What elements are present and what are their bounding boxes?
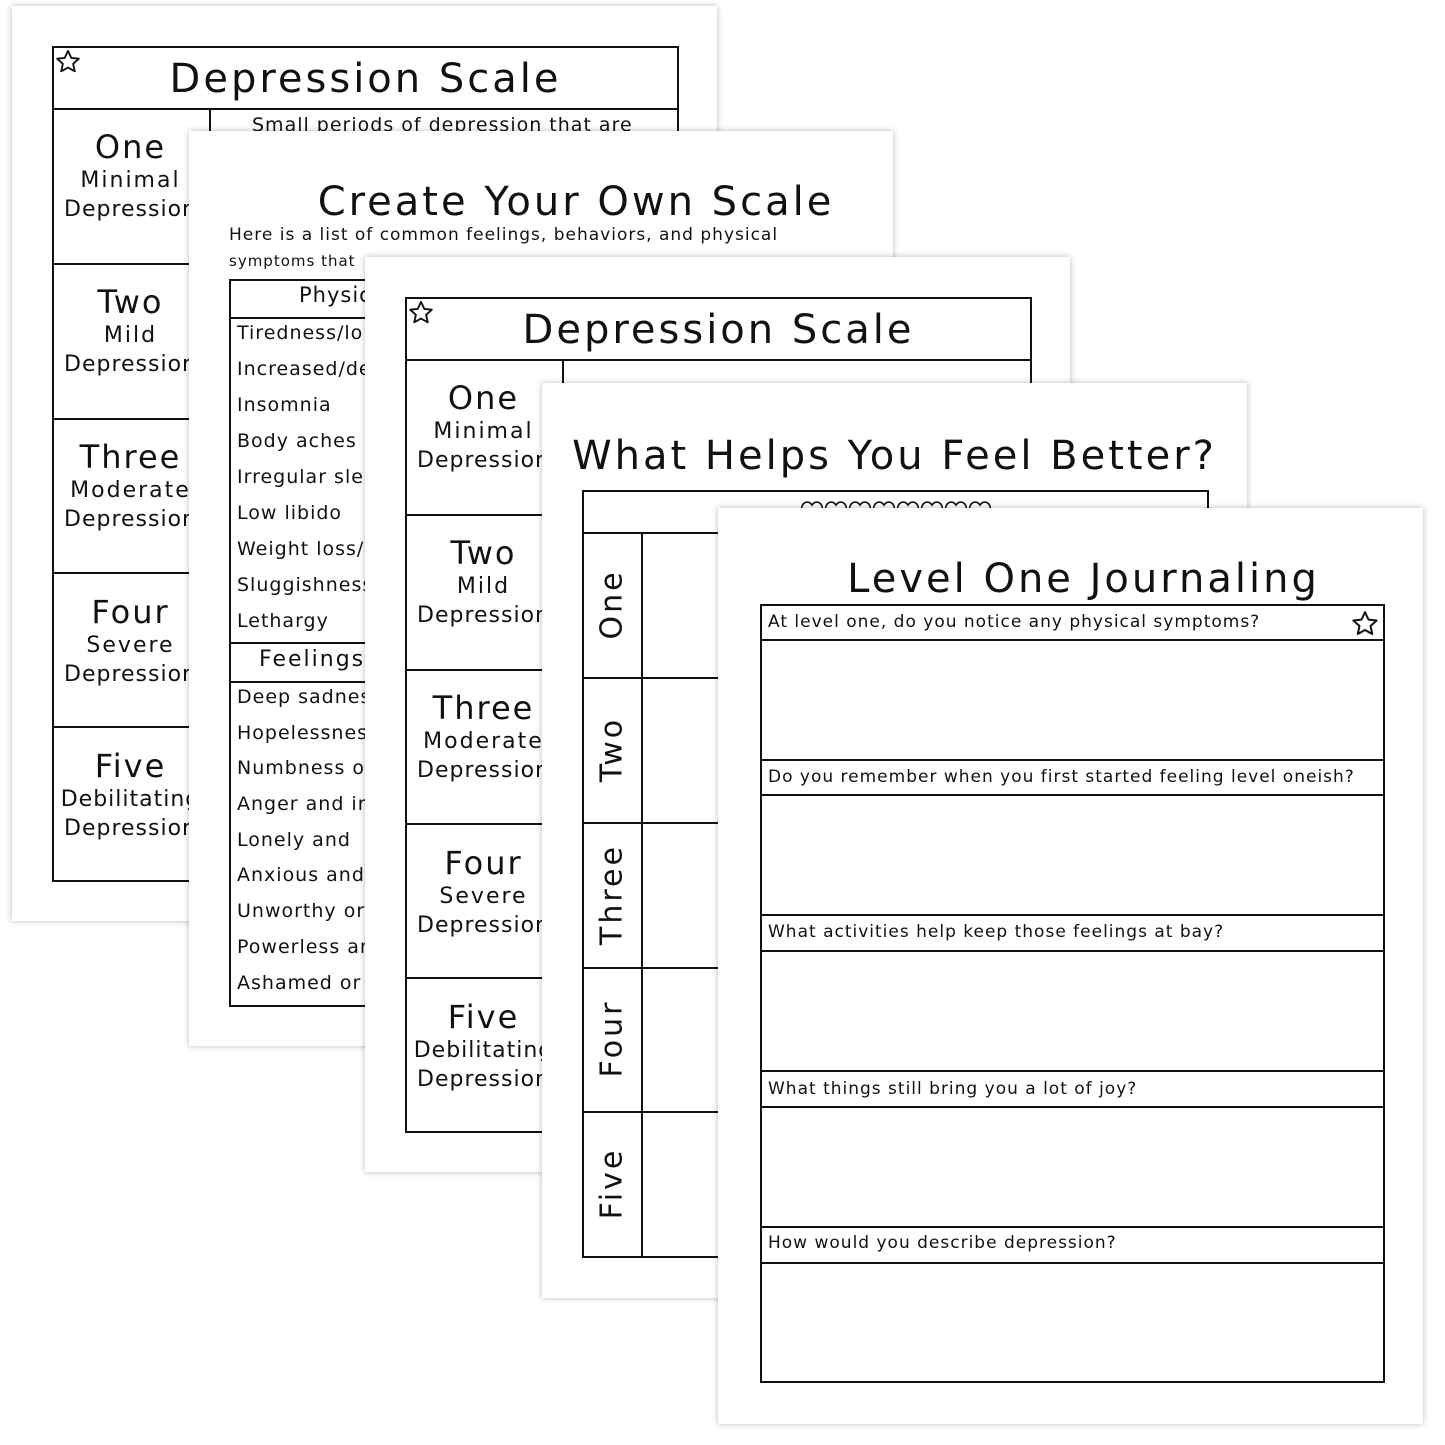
level-name: Severe xyxy=(439,884,528,909)
list-item: Unworthy or xyxy=(237,900,366,923)
question-label: At level one, do you notice any physical… xyxy=(768,612,1261,632)
answer-area[interactable] xyxy=(762,952,1383,1070)
level-word: Depression xyxy=(64,197,197,222)
physical-header: Physic xyxy=(299,283,372,307)
feelings-list: Deep sadnes Hopelessness Numbness or Ang… xyxy=(237,686,379,1007)
level-number: Four xyxy=(444,844,523,882)
level-label: Four xyxy=(594,999,630,1078)
level-word: Depression xyxy=(417,603,550,628)
list-item: Anger and ir xyxy=(237,793,367,816)
question-label: How would you describe depression? xyxy=(768,1233,1117,1253)
list-item: Insomnia xyxy=(237,394,332,416)
scale-row: Three Moderate Depression xyxy=(405,689,562,783)
star-icon xyxy=(56,49,80,73)
scale-row: One Minimal Depression xyxy=(405,379,562,473)
level-name: Severe xyxy=(86,633,175,658)
scale-row: Three Moderate Depression xyxy=(52,438,209,532)
list-item: Powerless an xyxy=(237,935,373,958)
level-name: Mild xyxy=(103,323,158,348)
level-label: Three xyxy=(594,844,630,945)
level-name: Moderate xyxy=(70,478,191,503)
list-item: Weight loss/ xyxy=(237,538,365,560)
worksheet-level-one-journaling: Level One Journaling At level one, do yo… xyxy=(718,508,1423,1424)
level-name: Minimal xyxy=(80,168,181,193)
level-word: Depression xyxy=(64,816,197,841)
journal-table xyxy=(760,604,1385,1383)
level-label: Two xyxy=(594,716,630,783)
list-item: Low libido xyxy=(237,502,343,524)
page-title: Level One Journaling xyxy=(847,556,1320,602)
scale-row: Two Mild Depression xyxy=(52,283,209,377)
list-item: Hopelessness xyxy=(237,721,379,744)
level-number: Two xyxy=(97,283,164,321)
level-word: Depression xyxy=(417,758,550,783)
list-item: Tiredness/lo xyxy=(237,322,364,344)
level-label: Five xyxy=(594,1147,630,1220)
physical-list: Tiredness/lo Increased/de Insomnia Body … xyxy=(237,322,377,646)
level-word: Depression xyxy=(417,448,550,473)
level-name: Minimal xyxy=(433,419,534,444)
list-item: Body aches xyxy=(237,430,357,452)
level-number: One xyxy=(447,379,520,417)
level-number: Five xyxy=(447,998,520,1036)
level-word: Depression xyxy=(417,913,550,938)
level-name: Debilitating xyxy=(60,787,201,812)
scale-description: Small periods of depression that are xyxy=(252,114,633,136)
level-label: One xyxy=(594,569,630,640)
answer-area[interactable] xyxy=(762,796,1383,914)
feelings-header: Feelings xyxy=(259,647,366,672)
scale-row: Five Debilitating Depression xyxy=(405,998,562,1092)
page-title: Create Your Own Scale xyxy=(317,179,835,225)
page-title: Depression Scale xyxy=(169,56,562,102)
intro-text-line-2: symptoms that xyxy=(229,252,356,270)
level-name: Moderate xyxy=(423,729,544,754)
list-item: Increased/de xyxy=(237,358,372,380)
star-icon xyxy=(1352,611,1378,635)
question-label: What activities help keep those feelings… xyxy=(768,922,1225,942)
level-number: Three xyxy=(79,438,182,476)
list-item: Ashamed or xyxy=(237,971,362,994)
answer-area[interactable] xyxy=(762,1264,1383,1381)
level-number: Three xyxy=(432,689,535,727)
list-item: Lonely and xyxy=(237,828,351,851)
answer-area[interactable] xyxy=(762,1108,1383,1226)
star-icon xyxy=(409,300,433,324)
level-word: Depression xyxy=(64,662,197,687)
list-item: Irregular slee xyxy=(237,466,377,488)
level-name: Debilitating xyxy=(413,1038,554,1063)
scale-row: Four Severe Depression xyxy=(52,593,209,687)
intro-text-line-1: Here is a list of common feelings, behav… xyxy=(229,225,779,245)
page-title: What Helps You Feel Better? xyxy=(572,433,1217,479)
level-name: Mild xyxy=(456,574,511,599)
list-item: Sluggishness xyxy=(237,574,374,596)
list-item: Numbness or xyxy=(237,757,374,780)
level-word: Depression xyxy=(417,1067,550,1092)
list-item: Deep sadnes xyxy=(237,686,372,708)
list-item: Anxious and xyxy=(237,864,365,887)
question-label: What things still bring you a lot of joy… xyxy=(768,1079,1138,1099)
level-word: Depression xyxy=(64,507,197,532)
list-item: Lethargy xyxy=(237,610,329,632)
level-number: Two xyxy=(450,534,517,572)
page-title: Depression Scale xyxy=(522,307,915,353)
scale-row: Five Debilitating Depression xyxy=(52,747,209,841)
heart-row-icon xyxy=(800,501,992,512)
scale-row: Two Mild Depression xyxy=(405,534,562,628)
level-number: Five xyxy=(94,747,167,785)
level-number: One xyxy=(94,128,167,166)
scale-row: Four Severe Depression xyxy=(405,844,562,938)
level-number: Four xyxy=(91,593,170,631)
question-label: Do you remember when you first started f… xyxy=(768,767,1355,787)
answer-area[interactable] xyxy=(762,641,1383,759)
scale-row: One Minimal Depression xyxy=(52,128,209,222)
level-word: Depression xyxy=(64,352,197,377)
